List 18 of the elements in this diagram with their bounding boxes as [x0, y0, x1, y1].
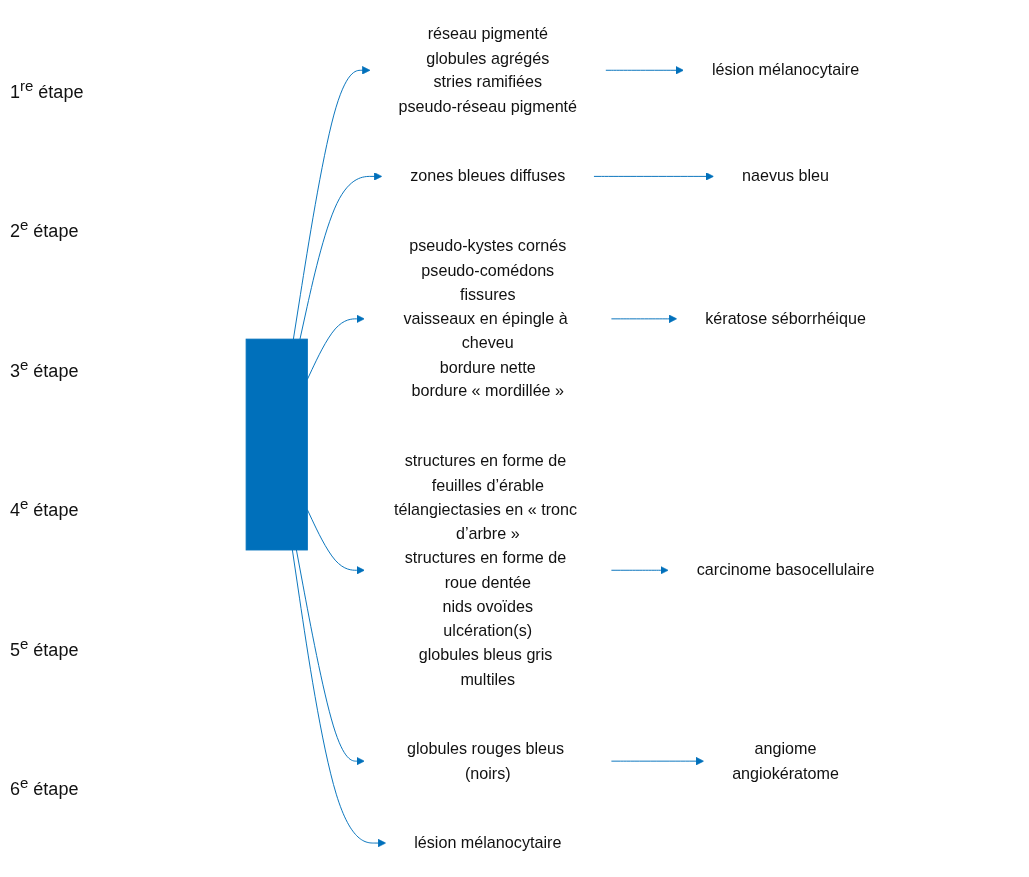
node-text: pseudo-kystes cornés pseudo-comédons fissures vaisseaux en épingle à cheveu bordure nette bordure « mordillée » [403, 236, 568, 401]
node-text: kératose séborrhéique [705, 309, 866, 328]
node-text: structures en forme de feuilles d’érable télangiectasies en « tronc d’arbre » structures en forme de roue dentée nids ovoïdes ulcération(s) globules bleus gris multiles [393, 452, 578, 689]
node-text: angiome angiokératome [732, 739, 839, 783]
node-text: réseau pigmenté globules agrégés stries ramifiées pseudo-réseau pigmenté [398, 24, 578, 116]
stage-label: 6$^{e}$ étape [10, 774, 80, 801]
node-text: zones bleues diffuses [410, 167, 566, 186]
stage-label: 4$^{e}$ étape [10, 495, 80, 522]
node-text: carcinome basocellulaire [696, 561, 875, 580]
node-text: globules rouges bleus (noirs) [407, 739, 565, 783]
stage-label: 5$^{e}$ étape [10, 634, 80, 661]
node-text: lésion mélanocytaire [414, 833, 562, 852]
stage-label: 3$^{e}$ étape [10, 355, 80, 382]
node-text: naevus bleu [742, 167, 830, 186]
stage-label: 1$^{re}$ étape [10, 76, 85, 103]
node-bar [245, 338, 308, 551]
stage-label: 2$^{e}$ étape [10, 216, 80, 243]
node-text: lésion mélanocytaire [711, 61, 860, 80]
